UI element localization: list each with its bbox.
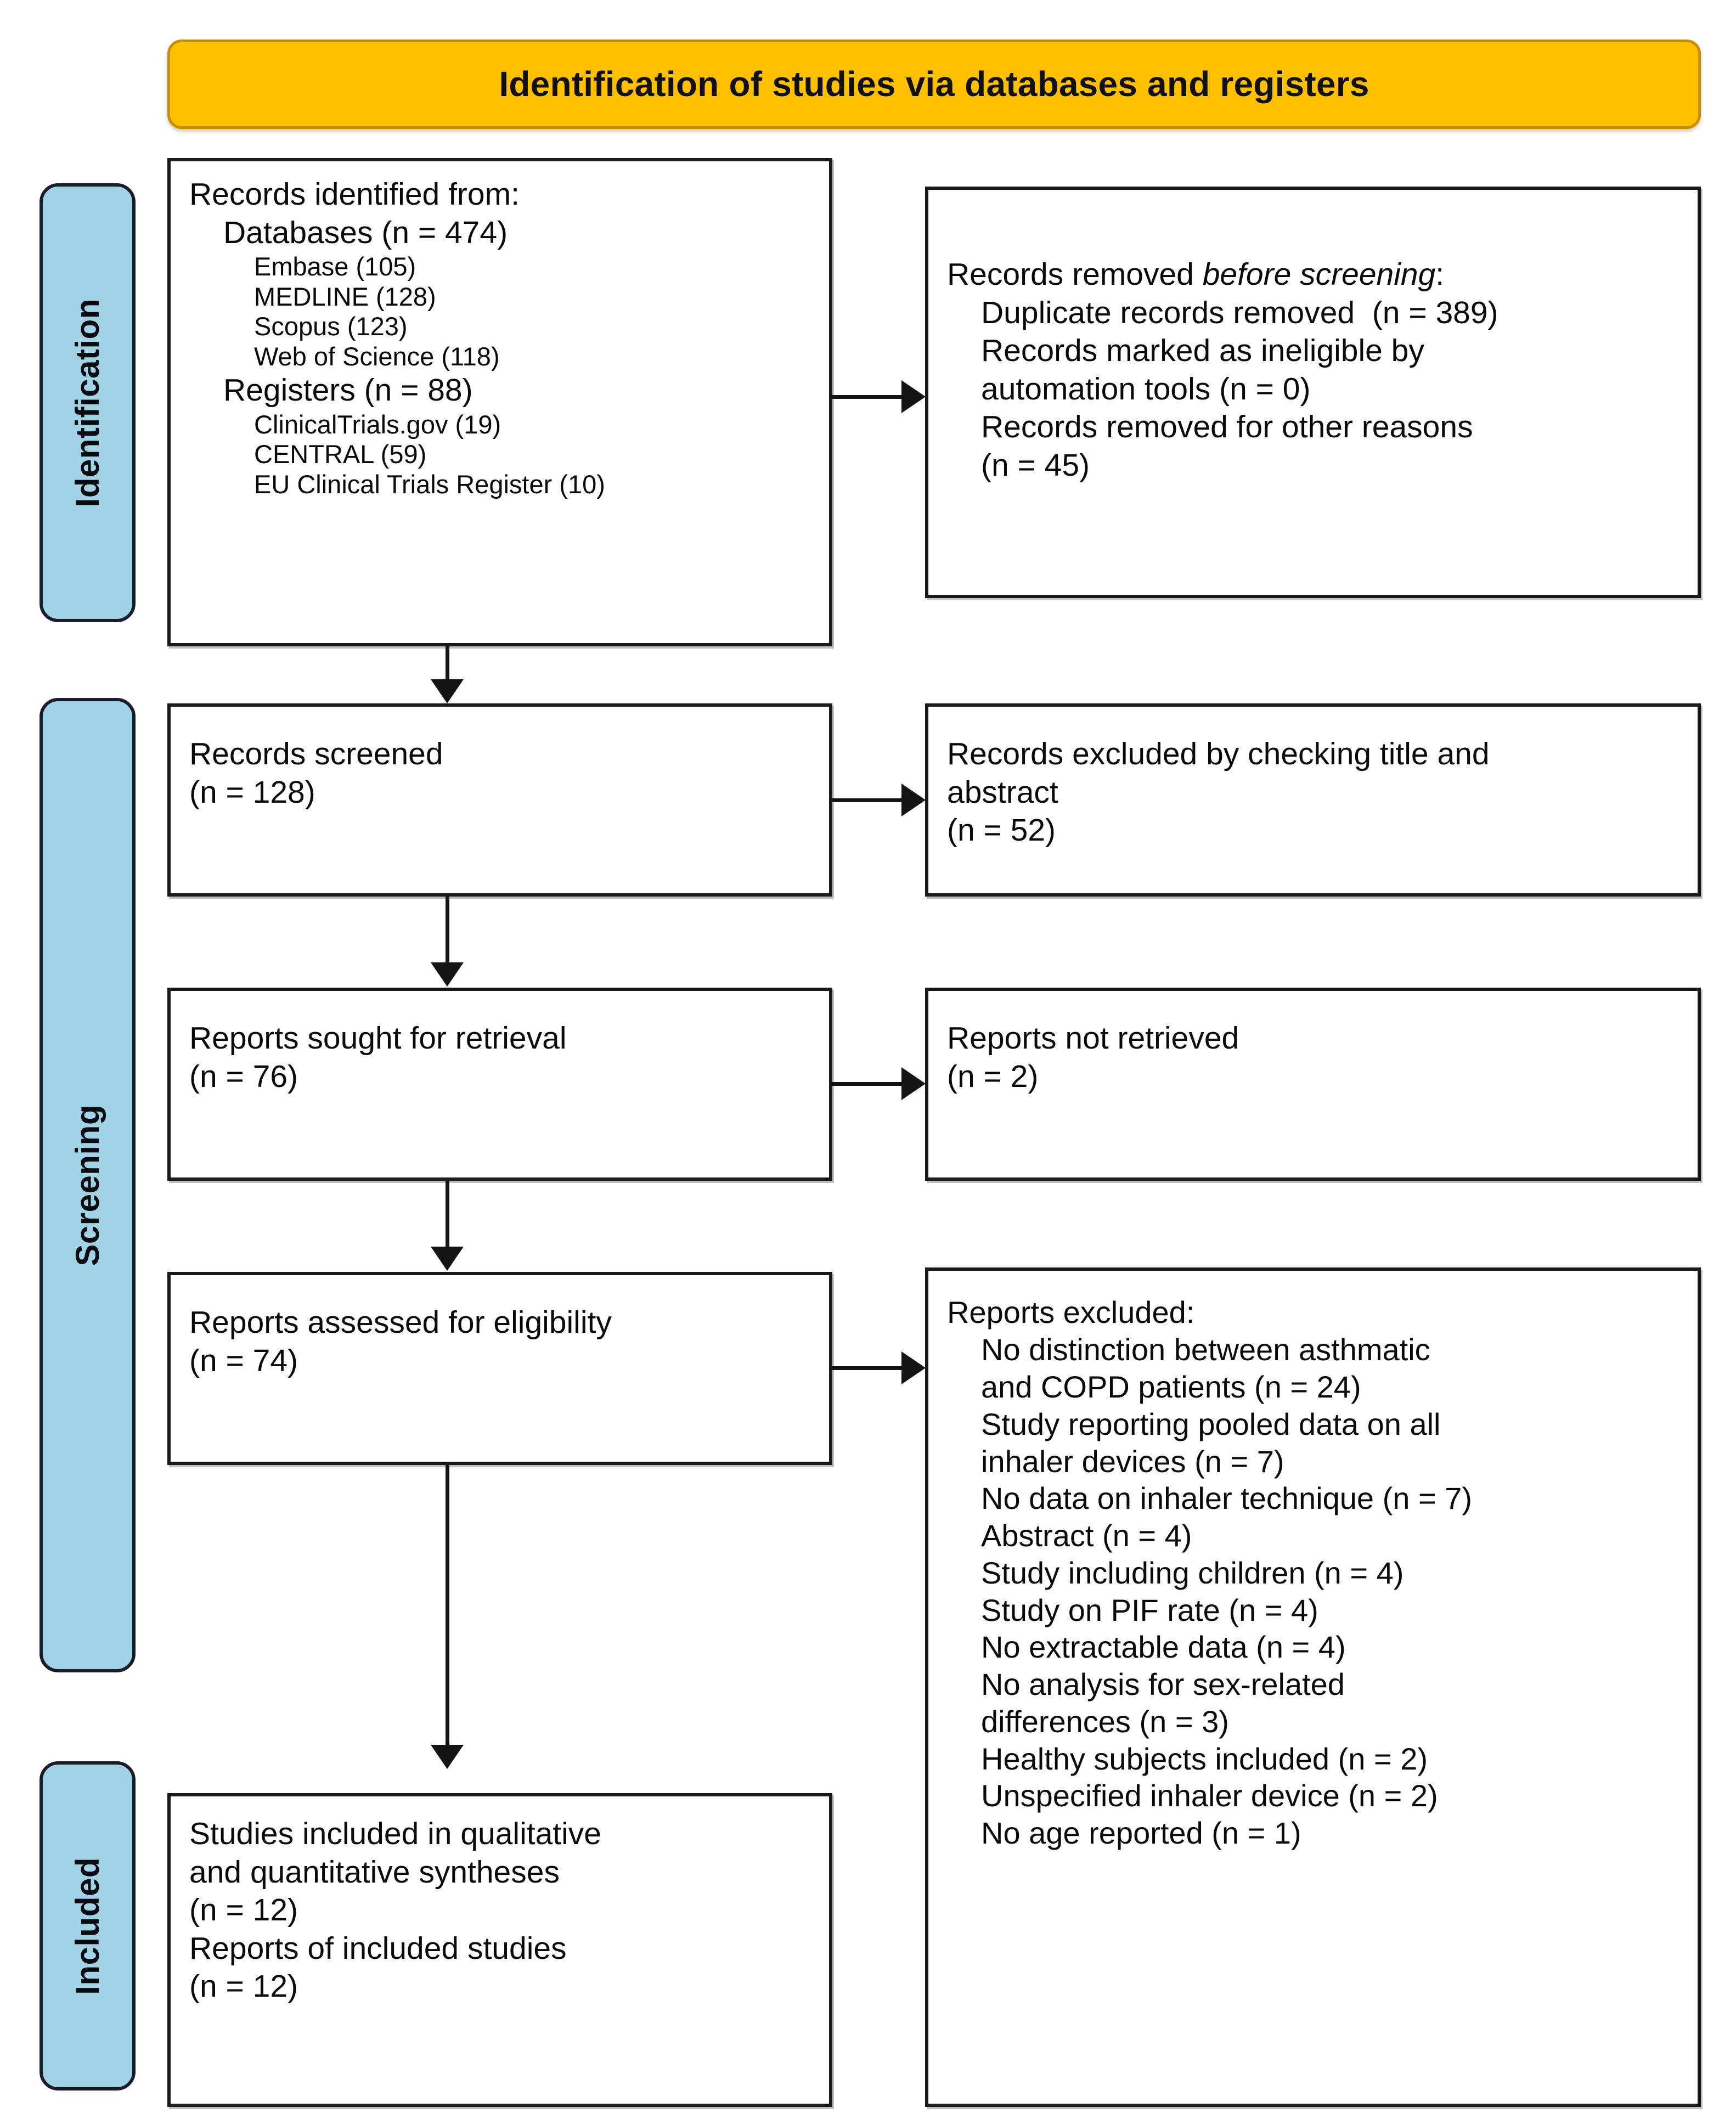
box-records-excluded-content: Records excluded by checking title and a… xyxy=(928,707,1698,860)
box-line: Records marked as ineligible by xyxy=(981,333,1424,369)
box-line: abstract xyxy=(947,774,1058,810)
box-line: (n = 12) xyxy=(189,1969,298,2004)
box-line: Study on PIF rate (n = 4) xyxy=(981,1592,1318,1627)
box-line: No distinction between asthmatic xyxy=(981,1332,1430,1367)
title-italic: before screening xyxy=(1202,257,1436,292)
box-reports-sought-content: Reports sought for retrieval (n = 76) xyxy=(171,991,829,1106)
box-line: Study reporting pooled data on all xyxy=(981,1406,1441,1441)
arrowhead-identified-to-screened xyxy=(431,679,464,703)
box-line: Reports excluded: xyxy=(947,1295,1195,1329)
connector-screened-to-excluded xyxy=(832,798,903,802)
box-records-removed-before-screening: Records removed before screening: Duplic… xyxy=(925,187,1701,598)
box-records-screened-content: Records screened (n = 128) xyxy=(171,707,829,821)
box-line: Records removed for other reasons xyxy=(981,409,1473,445)
box-line: EU Clinical Trials Register (10) xyxy=(254,469,605,499)
box-reports-excluded: Reports excluded: No distinction between… xyxy=(925,1267,1701,2107)
box-line: (n = 128) xyxy=(189,774,315,810)
connector-sought-to-assessed xyxy=(446,1181,449,1247)
box-line: (n = 52) xyxy=(947,813,1056,848)
title-plain: Records removed xyxy=(947,257,1203,292)
box-studies-included-content: Studies included in qualitative and quan… xyxy=(171,1796,829,2016)
box-records-removed-content: Records removed before screening: Duplic… xyxy=(928,190,1698,494)
box-line: Registers (n = 88) xyxy=(223,373,473,408)
arrowhead-assessed-to-reports-excluded xyxy=(901,1351,926,1384)
connector-identified-to-removed xyxy=(832,395,903,399)
stage-label-included: Included xyxy=(69,1857,106,1995)
box-line-title: Records removed before screening: xyxy=(947,256,1683,294)
connector-sought-to-not-retrieved xyxy=(832,1082,903,1086)
box-line: (n = 45) xyxy=(981,447,1090,483)
arrowhead-sought-to-not-retrieved xyxy=(901,1067,926,1100)
box-line: Unspecified inhaler device (n = 2) xyxy=(981,1778,1438,1813)
box-reports-sought-for-retrieval: Reports sought for retrieval (n = 76) xyxy=(167,988,832,1181)
box-line: Reports sought for retrieval xyxy=(189,1021,567,1056)
connector-assessed-to-included xyxy=(446,1465,449,1745)
box-line: CENTRAL (59) xyxy=(254,439,427,469)
box-line: (n = 76) xyxy=(189,1058,298,1094)
page-title: Identification of studies via databases … xyxy=(499,64,1369,104)
box-line: (n = 2) xyxy=(947,1058,1039,1094)
box-line: Study including children (n = 4) xyxy=(981,1555,1404,1590)
arrowhead-screened-to-sought xyxy=(431,962,464,987)
box-line: Scopus (123) xyxy=(254,312,408,341)
box-line: Web of Science (118) xyxy=(254,341,500,371)
box-reports-not-retrieved: Reports not retrieved (n = 2) xyxy=(925,988,1701,1181)
arrowhead-sought-to-assessed xyxy=(431,1247,464,1271)
diagram-header-banner: Identification of studies via databases … xyxy=(167,40,1701,129)
box-reports-assessed-content: Reports assessed for eligibility (n = 74… xyxy=(171,1275,829,1390)
box-reports-excluded-content: Reports excluded: No distinction between… xyxy=(928,1271,1698,1862)
box-line: Abstract (n = 4) xyxy=(981,1518,1192,1553)
box-line: Reports assessed for eligibility xyxy=(189,1305,612,1340)
box-line: Studies included in qualitative xyxy=(189,1816,601,1851)
connector-screened-to-sought xyxy=(446,897,449,962)
box-records-identified-content: Records identified from: Databases (n = … xyxy=(171,161,829,509)
box-line: Databases (n = 474) xyxy=(223,215,508,250)
stage-tab-included: Included xyxy=(40,1761,136,2091)
box-line: (n = 74) xyxy=(189,1343,298,1378)
box-line: No data on inhaler technique (n = 7) xyxy=(981,1481,1473,1516)
box-line: Records excluded by checking title and xyxy=(947,736,1490,771)
stage-tab-identification: Identification xyxy=(40,183,136,622)
box-line: differences (n = 3) xyxy=(981,1704,1229,1739)
box-line: automation tools (n = 0) xyxy=(981,371,1311,407)
box-line: and quantitative syntheses xyxy=(189,1854,560,1890)
title-suffix: : xyxy=(1435,257,1445,292)
box-line: and COPD patients (n = 24) xyxy=(981,1370,1361,1405)
stage-label-identification: Identification xyxy=(69,298,106,508)
box-line: (n = 12) xyxy=(189,1892,298,1928)
box-line: No analysis for sex-related xyxy=(981,1667,1345,1702)
connector-identified-to-screened xyxy=(446,646,449,680)
box-line: inhaler devices (n = 7) xyxy=(981,1444,1284,1479)
box-line: Records screened xyxy=(189,736,443,771)
box-reports-not-retrieved-content: Reports not retrieved (n = 2) xyxy=(928,991,1698,1106)
box-records-identified: Records identified from: Databases (n = … xyxy=(167,158,832,646)
stage-label-screening: Screening xyxy=(69,1104,106,1266)
box-records-screened: Records screened (n = 128) xyxy=(167,703,832,897)
box-line: ClinicalTrials.gov (19) xyxy=(254,409,501,439)
box-reports-assessed-for-eligibility: Reports assessed for eligibility (n = 74… xyxy=(167,1272,832,1465)
arrowhead-assessed-to-included xyxy=(431,1745,464,1769)
box-studies-included: Studies included in qualitative and quan… xyxy=(167,1793,832,2107)
box-line: Embase (105) xyxy=(254,252,416,281)
box-line: Reports of included studies xyxy=(189,1930,567,1966)
box-line: Reports not retrieved xyxy=(947,1021,1239,1056)
box-line: Records identified from: xyxy=(189,177,520,212)
box-line: No age reported (n = 1) xyxy=(981,1816,1301,1851)
connector-assessed-to-reports-excluded xyxy=(832,1366,903,1370)
stage-tab-screening: Screening xyxy=(40,698,136,1672)
box-records-excluded-title-abstract: Records excluded by checking title and a… xyxy=(925,703,1701,897)
box-line: Duplicate records removed (n = 389) xyxy=(981,295,1498,330)
box-line: MEDLINE (128) xyxy=(254,281,436,311)
arrowhead-identified-to-removed xyxy=(901,380,926,413)
box-line: No extractable data (n = 4) xyxy=(981,1630,1346,1665)
box-line: Healthy subjects included (n = 2) xyxy=(981,1741,1428,1776)
arrowhead-screened-to-excluded xyxy=(901,784,926,816)
